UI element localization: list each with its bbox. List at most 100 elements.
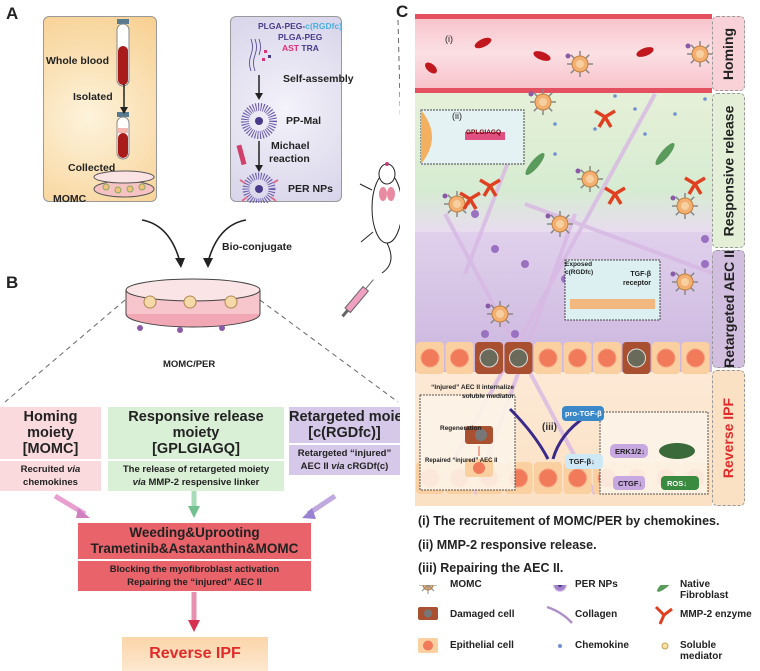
- pp-mal-label: PP-Mal: [286, 115, 322, 127]
- isolated-label: Isolated: [73, 91, 113, 103]
- repair-line-1: “Injured” AEC II internalize: [431, 384, 514, 391]
- synthesis-graphics: [236, 38, 279, 203]
- collagen-icon: [546, 605, 573, 624]
- per-np: [471, 210, 479, 218]
- retargeted-desc-3: cRGDf(c): [344, 461, 389, 472]
- strategy-desc-2: Repairing the “injured” AEC II: [127, 577, 262, 588]
- fibroblast: [655, 142, 675, 166]
- mmp2-enzyme: [604, 186, 626, 205]
- legend-item: MMP-2 enzyme: [680, 609, 752, 620]
- section-responsive: Responsive release: [712, 93, 745, 248]
- chemokine: [673, 112, 677, 116]
- damaged-cell: [475, 342, 503, 374]
- chemokine: [703, 97, 707, 101]
- momc-per-label: MOMC/PER: [163, 359, 216, 370]
- momc-isolation-box: Whole blood Isolated Collected MOMC: [43, 16, 157, 205]
- legend-item: Soluble mediator: [680, 640, 723, 662]
- strategy-desc-1: Blocking the myofibroblast activation: [109, 564, 280, 575]
- pp-mal-micelle-icon: [241, 103, 277, 139]
- marker-ii: (ii): [452, 111, 462, 121]
- rgd-label: c(RGDfc): [565, 269, 594, 276]
- momc-per-dish-icon: [125, 278, 261, 333]
- retargeted-subtitle: [c(RGDfc)]: [308, 425, 381, 441]
- panel-label-b: B: [6, 273, 19, 292]
- reaction-label: reaction: [269, 153, 310, 165]
- responsive-desc: The release of retargeted moiety: [122, 464, 270, 475]
- inset-linker-label: GPLGIAGQ: [466, 129, 502, 136]
- epithelial-cell: [652, 342, 680, 374]
- tgf-down-label: TGF-β↓: [569, 457, 595, 466]
- per-nps-label: PER NPs: [288, 183, 333, 195]
- per-np: [701, 260, 709, 268]
- retargeted-desc-via: via: [331, 461, 345, 472]
- strategy-title: Weeding&Uprooting: [129, 525, 260, 540]
- homing-desc-2: chemokines: [23, 477, 78, 488]
- culture-dish-icon: [93, 170, 155, 198]
- reverse-ipf-outcome: Reverse IPF: [122, 637, 268, 671]
- responsive-desc-via: via: [132, 477, 146, 488]
- chemokine: [553, 122, 557, 126]
- retargeted-desc: Retargeted “injured”: [297, 448, 392, 459]
- mmp2-enzyme: [684, 176, 706, 195]
- epithelial-cell: [563, 342, 592, 374]
- responsive-subtitle: [GPLGIAGQ]: [152, 441, 240, 457]
- retargeted-moiety-box: Retargeted moiety[c(RGDfc)] Retargeted “…: [289, 407, 400, 475]
- ros-label: ROS↓: [667, 479, 688, 488]
- momc-cell: [575, 166, 603, 192]
- epithelial-cell: [593, 342, 621, 374]
- syringe-icon: [341, 279, 374, 318]
- section-label: Retargeted AEC II: [720, 250, 737, 368]
- epithelial-cell: [534, 342, 562, 374]
- tra-label: TRA: [301, 43, 319, 53]
- panel-label-c: C: [396, 2, 409, 21]
- per-np-icon: [239, 172, 279, 203]
- repair-line-2: soluble mediator: [461, 393, 514, 400]
- chemokine: [553, 152, 557, 156]
- repaired-label: Repaired “injured” AEC II: [425, 458, 498, 464]
- per-np: [491, 245, 499, 253]
- per-np: [701, 235, 709, 243]
- responsive-desc-2: MMP-2 respensive linker: [145, 477, 260, 488]
- section-label: Reverse IPF: [720, 397, 737, 479]
- exposed-label: Exposed: [565, 261, 593, 268]
- collected-label: Collected: [68, 162, 116, 174]
- pro-tgf-label: pro-TGF-β: [565, 409, 602, 418]
- bio-conjugate-label: Bio-conjugate: [222, 241, 292, 253]
- self-assembly-label: Self-assembly: [283, 73, 354, 85]
- epithelial-cell: [563, 462, 592, 494]
- erk-label: ERK1/2↓: [615, 447, 646, 456]
- michael-label: Michael: [271, 140, 310, 152]
- retargeted-desc-2: AEC II: [300, 461, 332, 472]
- section-label: Responsive release: [720, 105, 737, 236]
- soluble-mediator-icon: [661, 642, 669, 650]
- mouse-icon: [359, 162, 400, 274]
- caption-iii: (iii) Repairing the AEC II.: [418, 561, 564, 575]
- retargeted-title: Retargeted moiety: [289, 409, 400, 425]
- momc-cell: [545, 211, 573, 237]
- homing-title: Homing moiety: [23, 409, 78, 441]
- whole-blood-label: Whole blood: [46, 55, 109, 67]
- receptor-label: receptor: [623, 280, 652, 287]
- chemokine-icon: [558, 644, 562, 648]
- section-retargeted: Retargeted AEC II: [712, 250, 745, 368]
- momc-label: MOMC: [53, 193, 87, 205]
- damaged-cell: [622, 342, 651, 374]
- chemokine: [643, 132, 647, 136]
- damaged-cell: [504, 342, 533, 374]
- red-blood-cells: [425, 37, 654, 74]
- responsive-title: Responsive release moiety: [128, 409, 264, 441]
- blood-tubes-icon: [116, 19, 130, 160]
- homing-subtitle: [MOMC]: [22, 441, 79, 457]
- momc-cell: [685, 41, 712, 67]
- mmp2-enzyme: [594, 109, 616, 128]
- momc-cell: [670, 193, 698, 219]
- legend-item: Collagen: [575, 609, 618, 620]
- tgf-label: TGF-β: [630, 271, 652, 278]
- plga-peg-rgd-label: PLGA-PEG-: [258, 21, 306, 31]
- homing-desc-via: via: [67, 464, 81, 475]
- strategy-subtitle: Trametinib&Astaxanthin&MOMC: [90, 541, 299, 556]
- legend-item: Native Fibroblast: [680, 579, 729, 601]
